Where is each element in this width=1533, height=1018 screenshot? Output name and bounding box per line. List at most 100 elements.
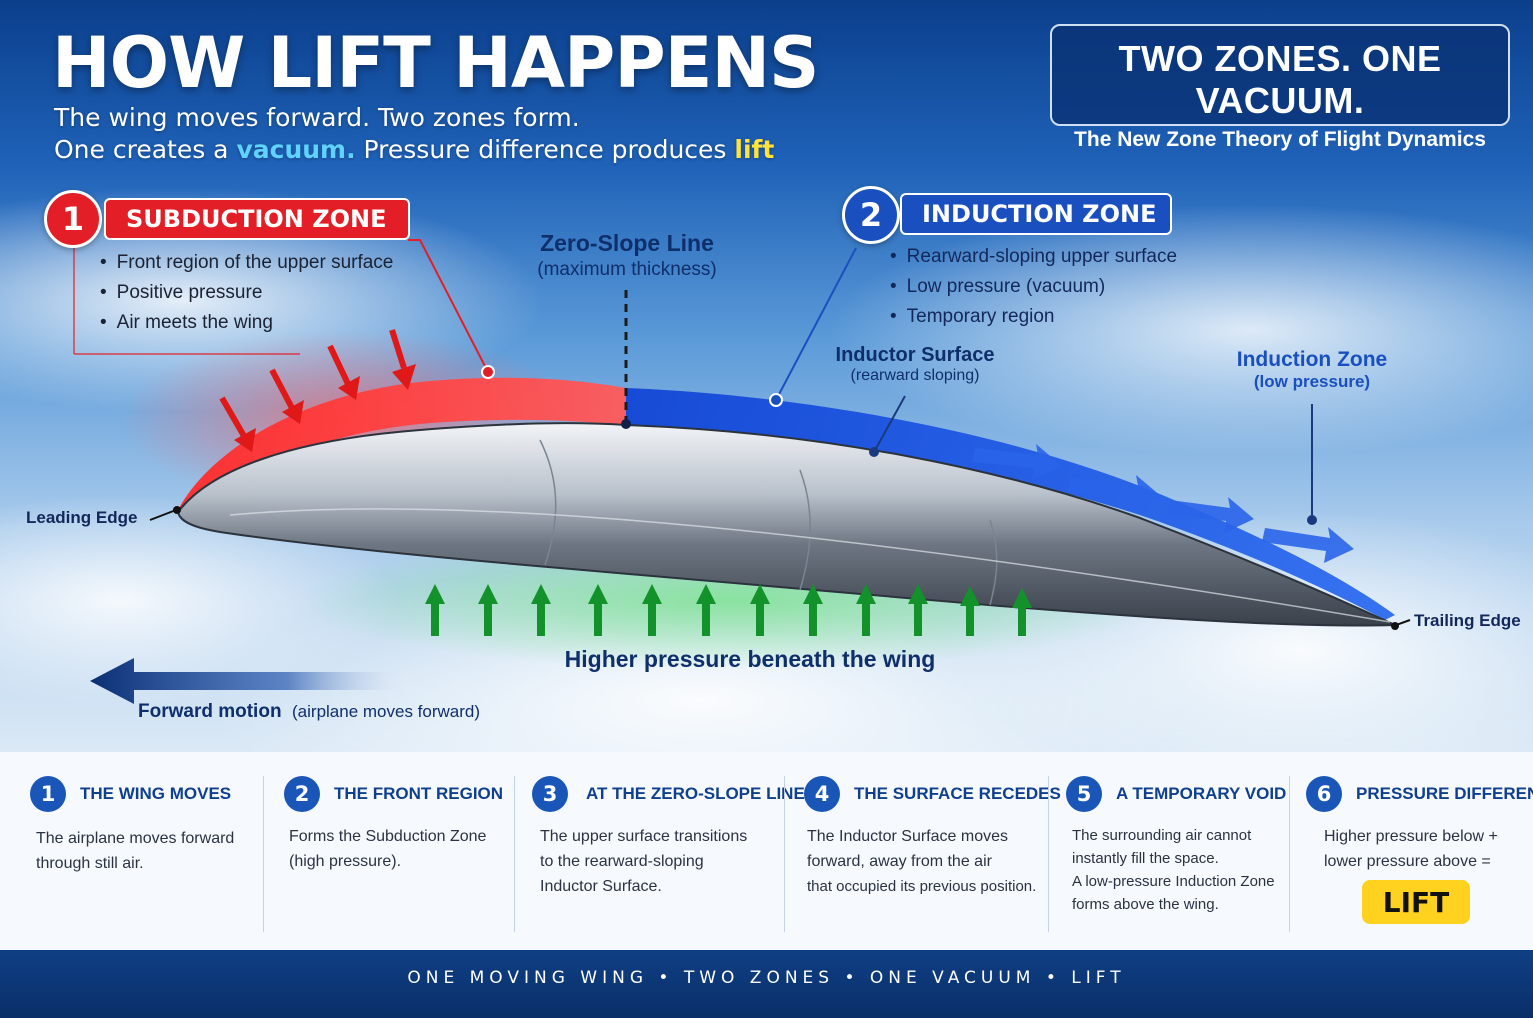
step-number: 3 bbox=[532, 776, 568, 812]
step-divider bbox=[784, 776, 785, 932]
forward-motion-subtitle: (airplane moves forward) bbox=[292, 702, 481, 721]
step-text-line: The Inductor Surface moves bbox=[807, 828, 1008, 845]
induction-leader-line bbox=[775, 247, 857, 401]
step-text-line: (high pressure). bbox=[289, 853, 402, 870]
subtitle-lift-highlight: lift bbox=[734, 135, 775, 164]
hero-diagram: HOW LIFT HAPPENS The wing moves forward.… bbox=[0, 0, 1533, 752]
step-number: 1 bbox=[30, 776, 66, 812]
forward-motion-title: Forward motion bbox=[138, 701, 282, 722]
induction-zone-leader-dot bbox=[1307, 515, 1317, 525]
induction-flow-arrows bbox=[972, 444, 1354, 563]
zone1-bullets: Front region of the upper surface Positi… bbox=[100, 248, 394, 338]
zone1-bullet: Air meets the wing bbox=[100, 308, 393, 338]
subduction-arrows bbox=[219, 329, 416, 452]
subduction-band bbox=[178, 377, 626, 512]
zone1-label: SUBDUCTION ZONE bbox=[104, 198, 410, 240]
zone2-bullets: Rearward-sloping upper surface Low press… bbox=[890, 242, 1177, 332]
step-divider bbox=[1048, 776, 1049, 932]
step-title: AT THE ZERO-SLOPE LINE bbox=[586, 784, 805, 803]
induction-leader-dot bbox=[769, 393, 783, 407]
step-text: The surrounding air cannot instantly fil… bbox=[1072, 824, 1288, 916]
wing-panel-line bbox=[229, 508, 1391, 623]
step-title: PRESSURE DIFFERENCE bbox=[1356, 784, 1533, 803]
step-title: THE SURFACE RECEDES bbox=[854, 784, 1061, 803]
zone1-bullet: Front region of the upper surface bbox=[100, 248, 394, 278]
step-number: 4 bbox=[804, 776, 840, 812]
step-text: The Inductor Surface moves forward, away… bbox=[807, 824, 1047, 899]
page-title: HOW LIFT HAPPENS bbox=[52, 22, 819, 104]
wing-panel-line bbox=[799, 469, 811, 591]
induction-band bbox=[626, 388, 1395, 620]
zone1-number: 1 bbox=[44, 190, 102, 248]
zero-slope-subtitle: (maximum thickness) bbox=[537, 259, 717, 280]
inductor-surface-label: Inductor Surface (rearward sloping) bbox=[820, 344, 1010, 385]
forward-motion-arrow bbox=[90, 658, 420, 704]
inductor-surface-subtitle: (rearward sloping) bbox=[850, 367, 980, 384]
subtitle-text-b: Pressure difference produces bbox=[355, 135, 735, 164]
inductor-surface-title: Inductor Surface bbox=[835, 344, 995, 366]
step-title: THE WING MOVES bbox=[80, 784, 232, 803]
lift-highlight: LIFT bbox=[1362, 880, 1470, 924]
wing-panel-line bbox=[989, 519, 998, 606]
step-text-line: forms above the wing. bbox=[1072, 896, 1219, 913]
higher-pressure-label: Higher pressure beneath the wing bbox=[564, 646, 936, 672]
step-number: 5 bbox=[1066, 776, 1102, 812]
step-title: A TEMPORARY VOID bbox=[1116, 784, 1287, 803]
step-text: The airplane moves forward through still… bbox=[36, 826, 276, 876]
zone2-label: INDUCTION ZONE bbox=[900, 193, 1172, 235]
theory-badge: TWO ZONES. ONE VACUUM. The New Zone Theo… bbox=[1050, 24, 1510, 151]
step-text-line: Forms the Subduction Zone bbox=[289, 828, 487, 845]
step-4: 4 THE SURFACE RECEDES The Inductor Surfa… bbox=[804, 752, 1061, 950]
zone2-bullet: Temporary region bbox=[890, 302, 1177, 332]
zone2-bullet: Low pressure (vacuum) bbox=[890, 272, 1177, 302]
zero-slope-point bbox=[621, 419, 631, 429]
step-text: Forms the Subduction Zone (high pressure… bbox=[289, 824, 529, 874]
induction-zone-subtitle: (low pressure) bbox=[1253, 372, 1371, 391]
induction-zone-label: Induction Zone (low pressure) bbox=[1224, 348, 1400, 392]
badge-title: TWO ZONES. ONE VACUUM. bbox=[1118, 38, 1442, 121]
subtitle-line-1: The wing moves forward. Two zones form. bbox=[54, 103, 580, 132]
step-divider bbox=[263, 776, 264, 932]
step-text-line: to the rearward-sloping bbox=[540, 853, 704, 870]
step-divider bbox=[514, 776, 515, 932]
inductor-leader-dot bbox=[869, 447, 879, 457]
step-text-line: The upper surface transitions bbox=[540, 828, 748, 845]
zero-slope-title: Zero-Slope Line bbox=[540, 230, 714, 256]
step-3: 3 AT THE ZERO-SLOPE LINE The upper surfa… bbox=[532, 752, 805, 950]
step-6: 6 PRESSURE DIFFERENCE Higher pressure be… bbox=[1306, 752, 1533, 950]
zone1-bullet: Positive pressure bbox=[100, 278, 393, 308]
trailing-edge-label: Trailing Edge bbox=[1414, 611, 1521, 630]
forward-motion-label: Forward motion (airplane moves forward) bbox=[138, 701, 538, 723]
step-text-line: The airplane moves forward bbox=[36, 830, 235, 847]
step-text-line: Higher pressure below + bbox=[1324, 828, 1498, 845]
step-number: 6 bbox=[1306, 776, 1342, 812]
step-text-line: lower pressure above = bbox=[1324, 853, 1491, 870]
subtitle-vacuum-highlight: vacuum. bbox=[236, 135, 356, 164]
subtitle-text-a: One creates a bbox=[54, 135, 237, 164]
steps-panel: 1 THE WING MOVES The airplane moves forw… bbox=[0, 752, 1533, 950]
step-text-line: that occupied its previous position. bbox=[807, 878, 1037, 895]
step-text-line: The surrounding air cannot bbox=[1072, 827, 1252, 844]
zero-slope-label: Zero-Slope Line (maximum thickness) bbox=[520, 230, 734, 281]
step-title: THE FRONT REGION bbox=[334, 784, 504, 803]
footer-banner: ONE MOVING WING • TWO ZONES • ONE VACUUM… bbox=[0, 950, 1533, 1018]
badge-subtitle: The New Zone Theory of Flight Dynamics bbox=[1074, 128, 1486, 151]
step-text-line: instantly fill the space. bbox=[1072, 850, 1219, 867]
leading-edge-dot bbox=[173, 506, 181, 514]
step-text-line: A low-pressure Induction Zone bbox=[1072, 873, 1275, 890]
step-text-line: forward, away from the air bbox=[807, 853, 992, 870]
step-1: 1 THE WING MOVES The airplane moves forw… bbox=[30, 752, 260, 950]
induction-zone-title: Induction Zone bbox=[1236, 348, 1388, 371]
page-subtitle: The wing moves forward. Two zones form. … bbox=[54, 102, 774, 166]
subduction-leader-dot bbox=[481, 365, 495, 379]
leading-edge-label: Leading Edge bbox=[26, 508, 138, 527]
step-2: 2 THE FRONT REGION Forms the Subduction … bbox=[284, 752, 514, 950]
leading-edge-leader-line bbox=[149, 509, 177, 521]
step-text: The upper surface transitions to the rea… bbox=[540, 824, 800, 899]
step-text-line: Inductor Surface. bbox=[540, 878, 662, 895]
wing-panel-line bbox=[539, 439, 557, 566]
step-divider bbox=[1289, 776, 1290, 932]
zone2-bullet: Rearward-sloping upper surface bbox=[890, 242, 1177, 272]
step-text: Higher pressure below + lower pressure a… bbox=[1324, 824, 1524, 874]
step-5: 5 A TEMPORARY VOID The surrounding air c… bbox=[1066, 752, 1286, 950]
